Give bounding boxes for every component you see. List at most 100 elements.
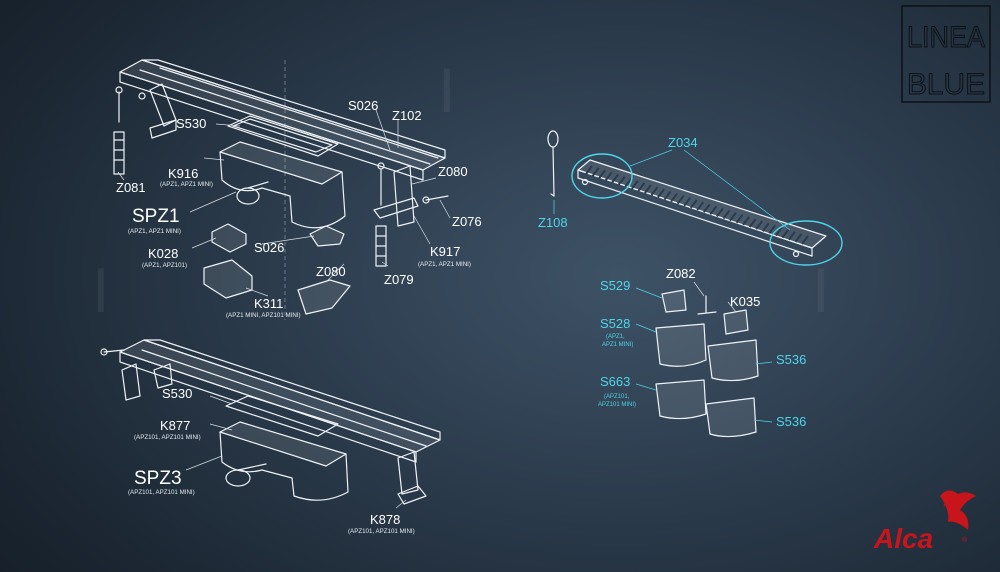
adapter-part xyxy=(211,223,247,253)
label-s530-b: S530 xyxy=(162,386,192,401)
note-k917: (APZ1, APZ1 MINI) xyxy=(418,261,471,268)
screw-anchor-right xyxy=(375,162,387,267)
grate-slot xyxy=(768,224,777,234)
grate-slot xyxy=(794,233,803,243)
grate-slot xyxy=(709,205,718,215)
label-k028: K028 xyxy=(148,246,178,261)
small-screw-head xyxy=(422,196,430,204)
cover-part xyxy=(297,279,351,315)
grate-slot xyxy=(696,201,705,211)
label-k878: K878 xyxy=(370,512,400,527)
label-spz3: SPZ3 xyxy=(134,468,182,489)
grate-slot xyxy=(604,171,613,181)
trap-cover-k035 xyxy=(723,309,749,335)
highlight-ring-right xyxy=(769,220,843,266)
grate-slot xyxy=(663,190,672,201)
clip-z082 xyxy=(697,295,717,315)
label-s529: S529 xyxy=(600,278,630,293)
logo-line-1: LINEA xyxy=(907,21,985,54)
note-s663-1: (APZ101, xyxy=(604,394,630,400)
grate-assembly: Z034 Z108 xyxy=(538,130,843,266)
leader-z034-b xyxy=(683,149,791,231)
screw-anchor xyxy=(113,86,146,175)
side-screw-2 xyxy=(100,348,125,356)
label-z080-right: Z080 xyxy=(438,164,468,179)
grate-slot xyxy=(650,186,659,196)
grate-slot xyxy=(624,178,633,188)
label-s663: S663 xyxy=(600,374,630,389)
spz3-assembly: S530 K877 (APZ101, APZ101 MINI) SPZ3 (AP… xyxy=(100,339,441,535)
side-bracket xyxy=(393,165,415,227)
grate-slot xyxy=(689,199,698,209)
grate-screw-hole xyxy=(792,250,800,258)
grate-frame xyxy=(227,115,339,157)
siphon-body xyxy=(219,141,346,229)
highlight-ring-left xyxy=(571,153,633,199)
grate-slot xyxy=(637,182,646,192)
grate-slot xyxy=(742,216,750,226)
grate-slot xyxy=(748,218,757,228)
label-s536-bottom: S536 xyxy=(776,414,806,429)
bird-icon xyxy=(940,490,976,530)
trap-parts: S529 Z082 K035 S528 (APZ1, APZ1 MINI) S5… xyxy=(598,266,806,438)
trap-leaders xyxy=(635,281,773,423)
grate-slots xyxy=(585,165,809,245)
label-k916: K916 xyxy=(168,166,198,181)
grate-slot xyxy=(683,197,691,207)
logo-line-2: BLUE xyxy=(907,68,985,101)
drain-channel xyxy=(119,59,446,181)
grate-slot xyxy=(788,231,796,241)
side-bracket-2 xyxy=(397,451,419,495)
grate-slot xyxy=(755,220,763,230)
label-z079: Z079 xyxy=(384,272,414,287)
grate-slot xyxy=(781,229,790,239)
label-z102: Z102 xyxy=(392,108,422,123)
grate-frame-inner xyxy=(232,118,333,153)
logo-text: Alca xyxy=(873,523,933,554)
grate-slot xyxy=(631,180,639,190)
mounting-bracket-foot xyxy=(149,119,177,139)
note-k916: (APZ1, APZ1 MINI) xyxy=(160,181,213,188)
alca-logo: Alca ® xyxy=(873,490,976,554)
spz1-assembly: S026 Z102 S530 K916 (APZ1, APZ1 MINI) Z0… xyxy=(113,59,482,320)
trap-box-s663 xyxy=(655,379,707,420)
trap-box-s536-bottom xyxy=(705,397,757,438)
note-s528-1: (APZ1, xyxy=(606,334,625,340)
label-k311: K311 xyxy=(254,296,283,311)
grate-slot xyxy=(670,192,678,203)
grate-slot xyxy=(703,203,711,213)
label-k035: K035 xyxy=(730,294,760,309)
grate-slot xyxy=(598,169,606,179)
background-watermarks: Ⅰ Ⅰ Ⅰ xyxy=(92,59,830,325)
grate-screw-hole xyxy=(581,178,589,186)
grate-slot xyxy=(761,222,770,232)
label-s026-bottom: S026 xyxy=(254,240,284,255)
label-z080-bottom: Z080 xyxy=(316,264,346,279)
grate-slot xyxy=(729,212,737,222)
grate-slot xyxy=(716,207,724,218)
watermark-symbol: Ⅰ xyxy=(438,59,456,125)
side-bracket-foot xyxy=(373,197,419,219)
grate-frame-2 xyxy=(225,395,339,437)
grate-slot xyxy=(801,235,809,245)
trap-cover-s529 xyxy=(661,289,687,313)
label-k917: K917 xyxy=(430,244,460,259)
grate-slot xyxy=(591,167,600,177)
watermark-symbol: Ⅰ xyxy=(812,259,830,325)
note-s528-2: APZ1 MINI) xyxy=(602,342,633,348)
note-s663-2: APZ101 MINI) xyxy=(598,402,636,408)
leader-z034-a xyxy=(629,149,673,167)
small-screw xyxy=(425,195,449,201)
grate-bar-side xyxy=(577,169,813,257)
registered-mark: ® xyxy=(962,536,968,544)
label-s530: S530 xyxy=(176,116,206,131)
grate-slot xyxy=(722,209,731,220)
note-k028: (APZ1, APZ101) xyxy=(142,262,187,269)
leader-lines xyxy=(117,109,451,297)
label-z081: Z081 xyxy=(116,180,146,195)
end-cap-part xyxy=(203,259,253,299)
bracket-mid-2 xyxy=(153,363,173,389)
note-k878: (APZ101, APZ101 MINI) xyxy=(348,528,415,535)
grate-slot xyxy=(611,173,619,184)
